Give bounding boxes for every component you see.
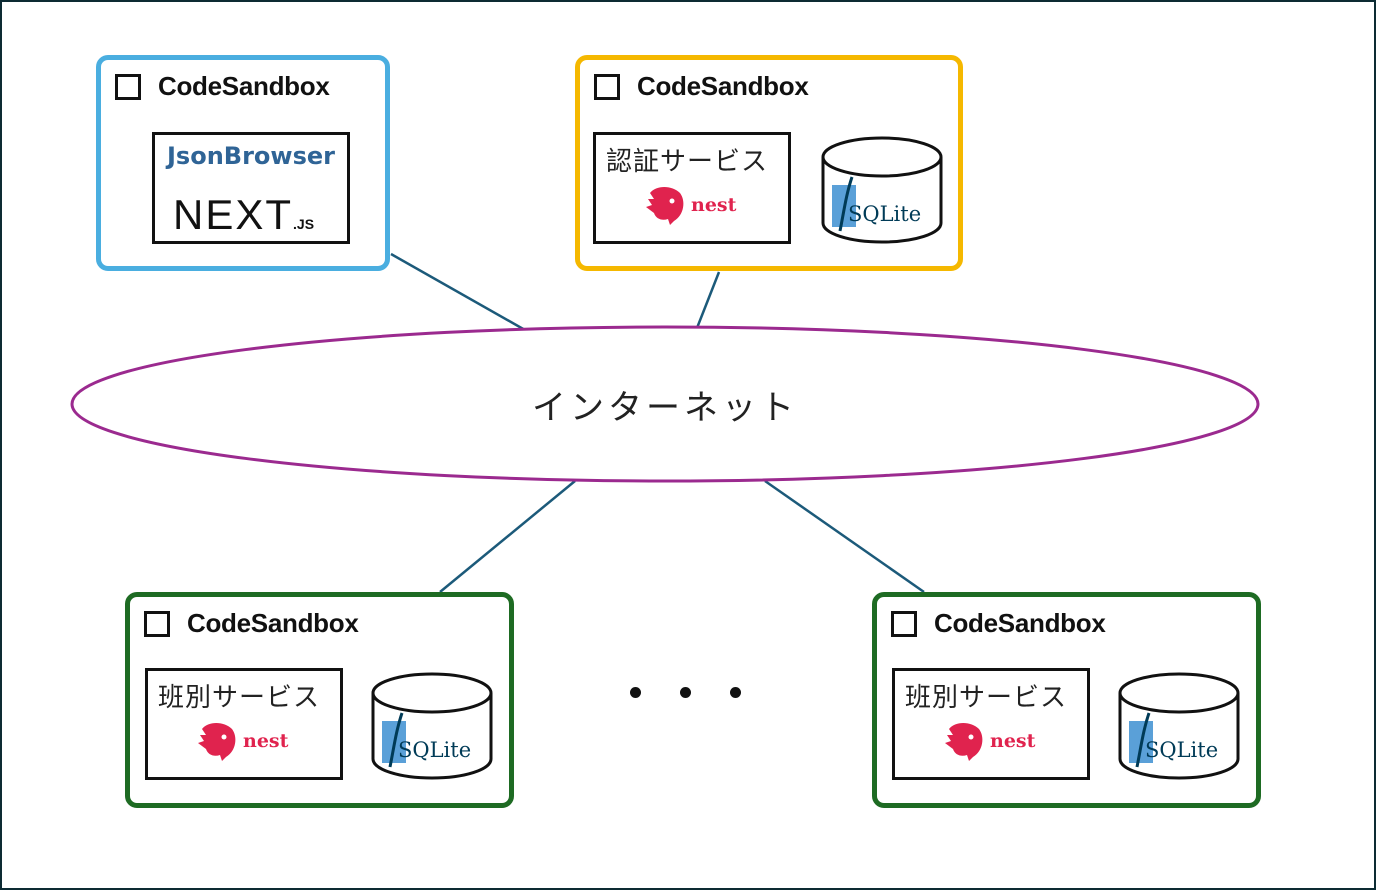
- service-label: 班別サービス: [158, 683, 321, 713]
- sandbox-header: CodeSandbox: [594, 71, 809, 102]
- sandbox-title: CodeSandbox: [158, 71, 330, 101]
- frontend-app-box: JsonBrowser NEXT.JS: [152, 132, 350, 244]
- ellipsis-dot: [730, 687, 741, 698]
- nestjs-icon: [945, 723, 983, 761]
- class-service-box: 班別サービス nest: [892, 668, 1090, 780]
- nest-wordmark: nest: [243, 730, 289, 752]
- sandbox-header: CodeSandbox: [891, 608, 1106, 639]
- sandbox-header: CodeSandbox: [115, 71, 330, 102]
- app-name: JsonBrowser: [167, 142, 335, 170]
- nestjs-logo: nest: [642, 183, 736, 227]
- nest-wordmark: nest: [990, 730, 1036, 752]
- service-label: 班別サービス: [905, 683, 1068, 713]
- nestjs-icon: [646, 187, 684, 225]
- sandbox-title: CodeSandbox: [934, 608, 1106, 638]
- nestjs-logo: nest: [194, 719, 288, 763]
- nextjs-suffix: .JS: [293, 216, 315, 232]
- link-auth-internet: [695, 271, 721, 329]
- more-sandboxes-ellipsis: [630, 687, 780, 698]
- link-class2-internet: [764, 479, 925, 594]
- codesandbox-icon: [594, 73, 620, 100]
- sqlite-wordmark: SQLite: [848, 202, 921, 226]
- internet-ellipse: [70, 325, 1260, 483]
- internet-label: インターネット: [532, 388, 798, 428]
- sandbox-title: CodeSandbox: [187, 608, 359, 638]
- sandbox-frontend: CodeSandbox JsonBrowser NEXT.JS: [96, 55, 390, 271]
- sandbox-header: CodeSandbox: [144, 608, 359, 639]
- codesandbox-icon: [144, 610, 170, 637]
- nextjs-logo: NEXT.JS: [173, 191, 314, 239]
- auth-service-box: 認証サービス nest: [593, 132, 791, 244]
- sqlite-wordmark: SQLite: [398, 738, 471, 762]
- sandbox-class-1: CodeSandbox 班別サービス nest SQLite: [125, 592, 514, 808]
- link-frontend-internet: [390, 252, 526, 332]
- ellipsis-dot: [680, 687, 691, 698]
- codesandbox-icon: [891, 610, 917, 637]
- sandbox-title: CodeSandbox: [637, 71, 809, 101]
- class-service-box: 班別サービス nest: [145, 668, 343, 780]
- ellipsis-dot: [630, 687, 641, 698]
- database-icon: SQLite: [1118, 672, 1240, 780]
- codesandbox-icon: [115, 73, 141, 100]
- sandbox-class-2: CodeSandbox 班別サービス nest SQLite: [872, 592, 1261, 808]
- database-icon: SQLite: [821, 136, 943, 244]
- service-label: 認証サービス: [606, 147, 769, 177]
- nest-wordmark: nest: [691, 194, 737, 216]
- sqlite-wordmark: SQLite: [1145, 738, 1218, 762]
- link-class1-internet: [439, 480, 576, 593]
- nestjs-icon: [198, 723, 236, 761]
- database-icon: SQLite: [371, 672, 493, 780]
- nestjs-logo: nest: [941, 719, 1035, 763]
- nextjs-wordmark: NEXT: [173, 191, 294, 238]
- sandbox-auth: CodeSandbox 認証サービス nest SQLite: [575, 55, 963, 271]
